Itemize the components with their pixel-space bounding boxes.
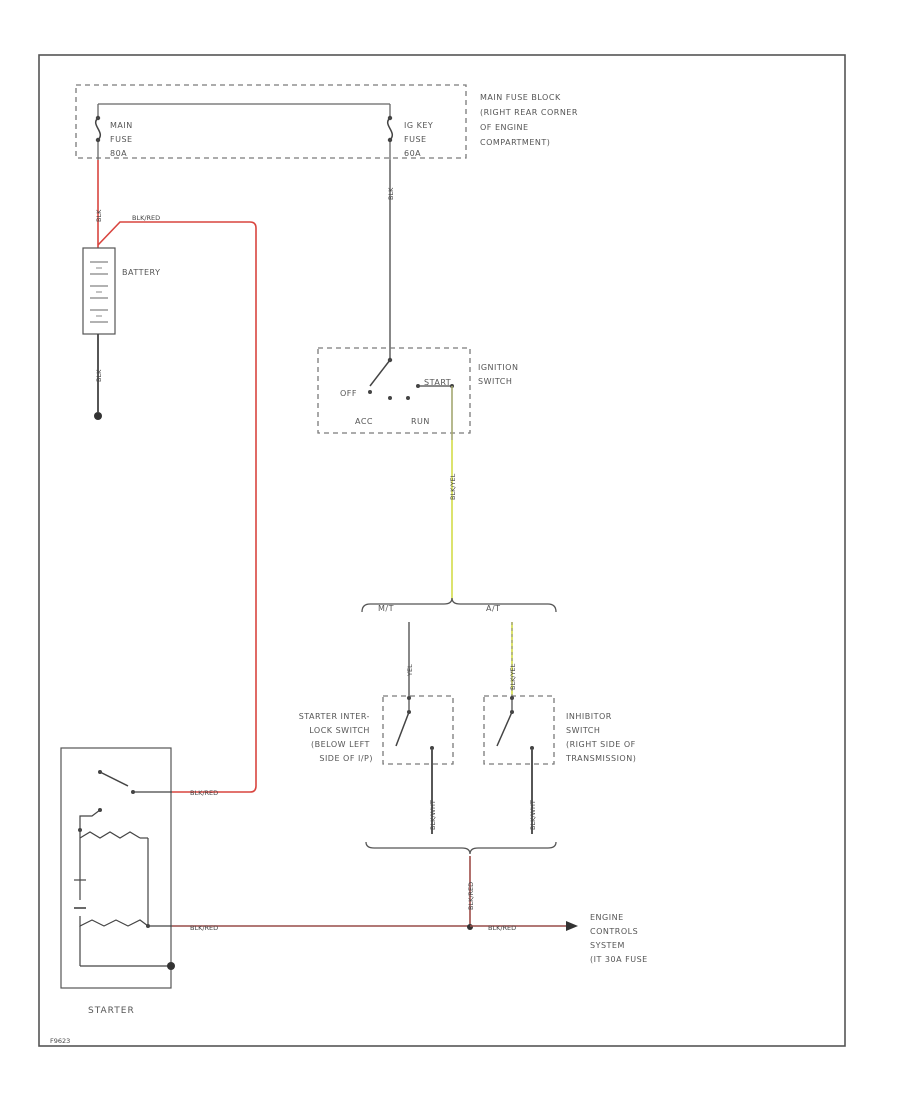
- wire-label-battery-ground: BLK: [95, 369, 103, 382]
- wire-label-battery-pos: BLK/RED: [132, 214, 160, 222]
- inhibitor-switch-label: INHIBITOR SWITCH (RIGHT SIDE OF TRANSMIS…: [565, 712, 639, 763]
- inhibitor-switch: [496, 696, 534, 750]
- wire-label-starter-solenoid: BLK/RED: [190, 924, 218, 932]
- ig-key-fuse: [387, 104, 393, 160]
- wire-label-at-lead: BLK/YEL: [509, 663, 517, 690]
- starter-interlock-switch: [395, 696, 434, 750]
- at-label: A/T: [486, 604, 501, 613]
- starter-ground: [167, 962, 175, 970]
- wire-label-inhibitor-out: BLK/WHT: [529, 800, 537, 830]
- wire-label-engine-controls-feed: BLK/RED: [488, 924, 516, 932]
- ign-pos-start: START: [424, 378, 451, 387]
- ign-pos-off: OFF: [340, 389, 357, 398]
- inhibitor-switch-box: [483, 695, 555, 765]
- wire-label-ign-start-out: BLK/YEL: [449, 473, 457, 500]
- starter-label: STARTER: [88, 1006, 135, 1016]
- starter-interlock-label: STARTER INTER- LOCK SWITCH (BELOW LEFT S…: [299, 712, 373, 763]
- wire-label-interlock-out: BLK/WHT: [429, 800, 437, 830]
- wire-battery-to-starter: [97, 221, 257, 793]
- starter-box: [60, 747, 172, 989]
- main-fuse-block-label: MAIN FUSE BLOCK (RIGHT REAR CORNER OF EN…: [480, 93, 581, 147]
- diagram-frame: [38, 54, 846, 1047]
- ignition-switch-label: IGNITION SWITCH: [478, 363, 521, 386]
- merge-brace: [365, 841, 557, 855]
- wire-label-main-fuse-out: BLK: [95, 209, 103, 222]
- battery-label: BATTERY: [122, 268, 160, 277]
- transmission-brace: [361, 597, 557, 613]
- engine-controls-label: ENGINE CONTROLS SYSTEM (IT 30A FUSE: [590, 913, 648, 964]
- ignition-switch-box: [317, 347, 471, 434]
- wire-label-junction-down: BLK/RED: [467, 882, 475, 910]
- main-fuse: [95, 104, 101, 160]
- wire-label-ig-key-out: BLK: [387, 187, 395, 200]
- diagram-id: F9623: [50, 1037, 70, 1045]
- main-fuse-label: MAIN FUSE 80A: [110, 121, 136, 158]
- wire-label-mt-lead: YEL: [406, 664, 414, 677]
- starter-interlock-switch-box: [382, 695, 454, 765]
- mt-label: M/T: [378, 604, 394, 613]
- ign-pos-run: RUN: [411, 417, 430, 426]
- main-fuse-block: [75, 84, 467, 159]
- ign-pos-acc: ACC: [355, 417, 373, 426]
- ground-point: [94, 412, 102, 420]
- ignition-switch: [368, 357, 454, 400]
- ig-key-fuse-label: IG KEY FUSE 60A: [404, 121, 436, 158]
- wire-label-starter-supply: BLK/RED: [190, 789, 218, 797]
- battery: [82, 247, 116, 335]
- arrow-to-engine-controls-icon: [566, 921, 578, 931]
- starter-motor: [74, 770, 172, 967]
- junction-point: [467, 924, 473, 930]
